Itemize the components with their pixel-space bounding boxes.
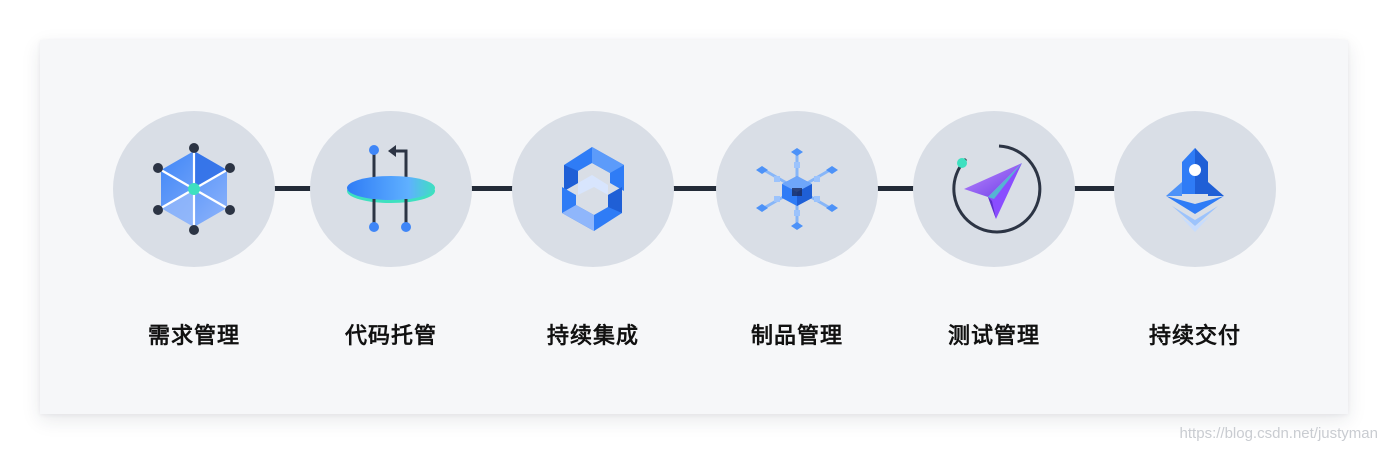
connector-3-4	[672, 186, 717, 191]
step-node-test-management[interactable]	[913, 111, 1075, 267]
connector-4-5	[875, 186, 915, 191]
connector-1-2	[274, 186, 312, 191]
pipeline-card: 需求管理 代码托管 持续集成 制品管理 测试管理 持续交付	[40, 40, 1348, 414]
step-label-requirements: 需求管理	[147, 324, 240, 349]
artifact-snowflake-icon	[756, 148, 838, 230]
step-label-test-management: 测试管理	[947, 324, 1040, 349]
paper-plane-icon	[952, 144, 1042, 234]
rocket-icon	[1166, 148, 1224, 232]
watermark-url: https://blog.csdn.net/justyman	[1179, 425, 1378, 442]
hexagon-network-icon	[153, 143, 235, 235]
connector-2-3	[470, 186, 514, 191]
step-node-continuous-delivery[interactable]	[1114, 111, 1276, 267]
step-label-continuous-delivery: 持续交付	[1148, 324, 1241, 349]
step-node-code-hosting[interactable]	[310, 111, 472, 267]
step-node-artifact-management[interactable]	[716, 111, 878, 267]
step-label-code-hosting: 代码托管	[344, 324, 437, 349]
step-node-continuous-integration[interactable]	[512, 111, 674, 267]
git-branch-disc-icon	[347, 145, 435, 232]
connector-5-6	[1073, 186, 1116, 191]
step-label-continuous-integration: 持续集成	[546, 324, 639, 349]
step-node-requirements[interactable]	[113, 111, 275, 267]
step-label-artifact-management: 制品管理	[750, 324, 843, 349]
integration-cube-icon	[562, 147, 624, 231]
